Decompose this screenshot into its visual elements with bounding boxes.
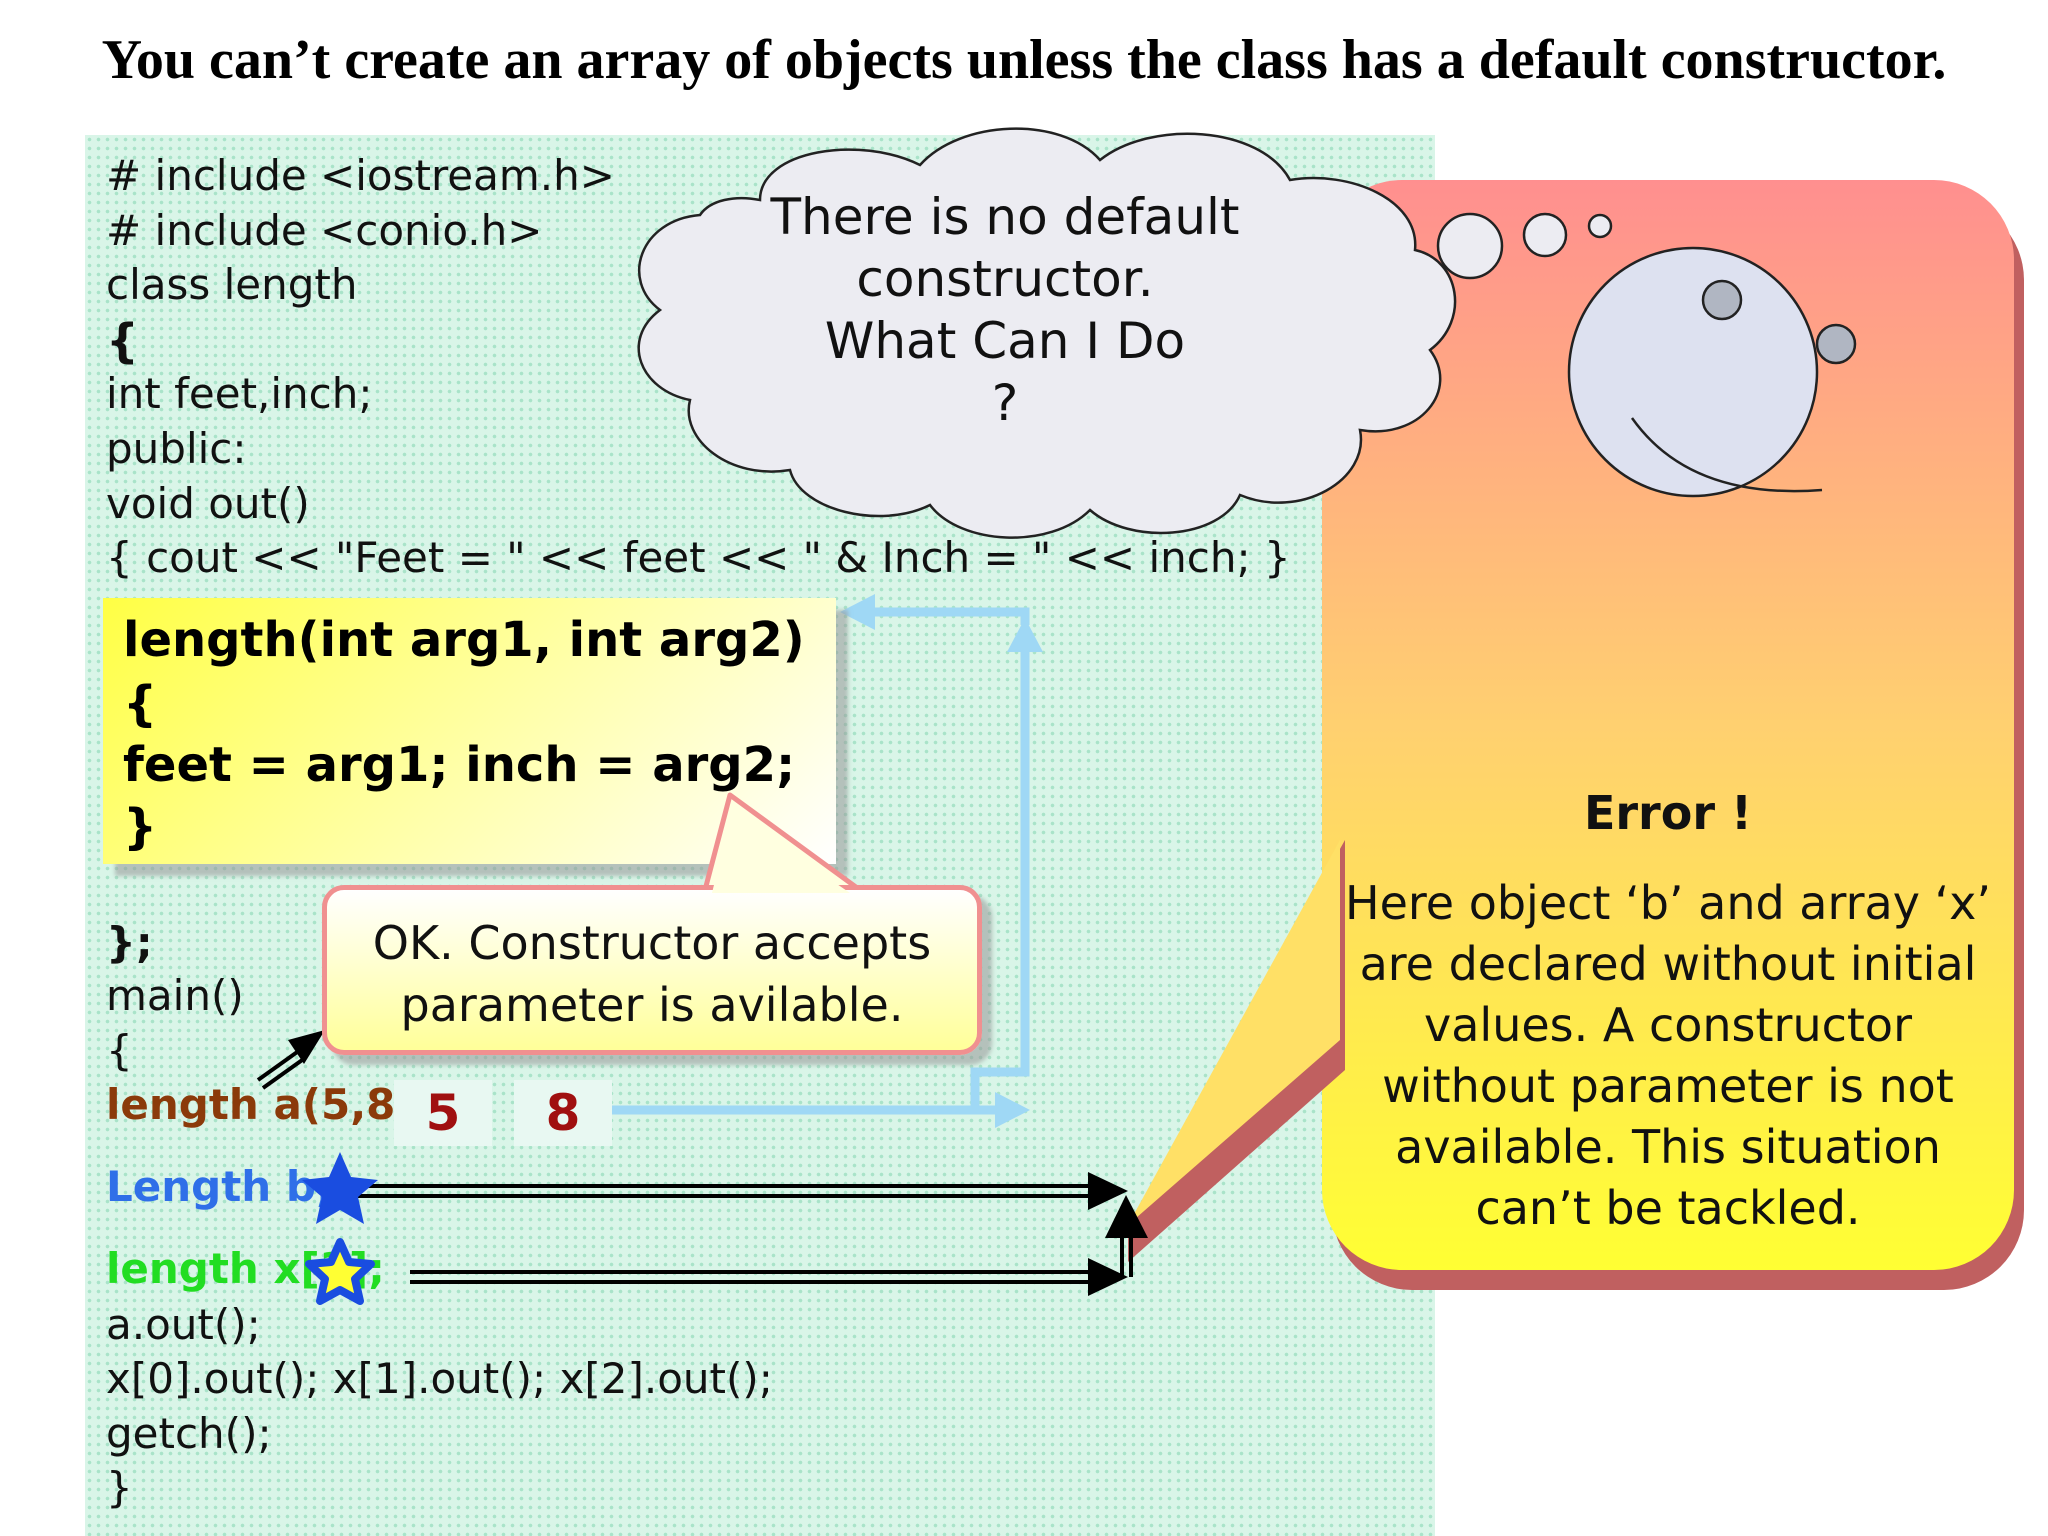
constructor-body: feet = arg1; inch = arg2; — [123, 737, 796, 793]
code-main-brace-close: } — [106, 1463, 133, 1512]
star-icon-blue — [302, 1152, 378, 1224]
thought-cloud — [637, 127, 1457, 539]
arg-flow-arrow — [612, 594, 1043, 1128]
ok-callout-line1: OK. Constructor accepts — [372, 916, 932, 970]
thought-bubble-large — [1436, 212, 1504, 280]
error-line1: Here object ‘b’ and array ‘x’ — [1344, 876, 1992, 930]
thought-bubble-medium — [1522, 212, 1568, 258]
code-include-iostream: # include <iostream.h> — [106, 151, 615, 200]
error-arrows — [345, 1172, 1148, 1296]
slide-title: You can’t create an array of objects unl… — [101, 29, 1947, 91]
star-icon-yellow — [305, 1238, 375, 1305]
arg1-value-box: 5 — [394, 1080, 492, 1146]
ok-callout-line2: parameter is avilable. — [400, 978, 904, 1032]
thought-bubble-small — [1587, 213, 1613, 239]
code-public: public: — [106, 424, 247, 473]
arg2-value-box: 8 — [514, 1080, 612, 1146]
cloud-line1: There is no default — [770, 188, 1240, 246]
smiley-face-icon — [1567, 246, 1857, 498]
code-x-out: x[0].out(); x[1].out(); x[2].out(); — [106, 1354, 773, 1403]
code-members: int feet,inch; — [106, 369, 373, 418]
code-void-out: void out() — [106, 479, 310, 528]
code-class-brace-open: { — [106, 314, 139, 368]
code-main: main() — [106, 971, 244, 1020]
error-pointer — [1128, 840, 1340, 1225]
code-a-out: a.out(); — [106, 1300, 261, 1349]
code-main-brace-open: { — [106, 1026, 133, 1075]
constructor-signature: length(int arg1, int arg2) — [123, 612, 805, 668]
ok-pointer-arrow — [256, 1030, 325, 1090]
cloud-line3: What Can I Do — [824, 312, 1186, 370]
code-class-end: }; — [106, 918, 153, 967]
error-title: Error ! — [1583, 786, 1753, 840]
code-include-conio: # include <conio.h> — [106, 206, 543, 255]
code-getch: getch(); — [106, 1409, 272, 1458]
error-line2: are declared without initial — [1359, 937, 1977, 991]
constructor-brace-close: } — [123, 799, 158, 855]
constructor-brace-open: { — [123, 676, 158, 732]
constructor-box: length(int arg1, int arg2) { feet = arg1… — [103, 598, 836, 864]
code-decl-a: length a(5,8 — [106, 1080, 396, 1129]
error-line4: without parameter is not — [1382, 1059, 1954, 1113]
code-class-decl: class length — [106, 260, 358, 309]
cloud-line2: constructor. — [856, 250, 1154, 308]
error-line3: values. A constructor — [1424, 998, 1912, 1052]
error-line5: available. This situation — [1395, 1120, 1941, 1174]
code-decl-b: Length b; — [106, 1162, 333, 1211]
error-line6: can’t be tackled. — [1475, 1181, 1861, 1235]
ok-callout: OK. Constructor accepts parameter is avi… — [322, 885, 982, 1055]
cloud-line4: ? — [991, 374, 1019, 432]
code-cout-line: { cout << "Feet = " << feet << " & Inch … — [106, 533, 1291, 582]
